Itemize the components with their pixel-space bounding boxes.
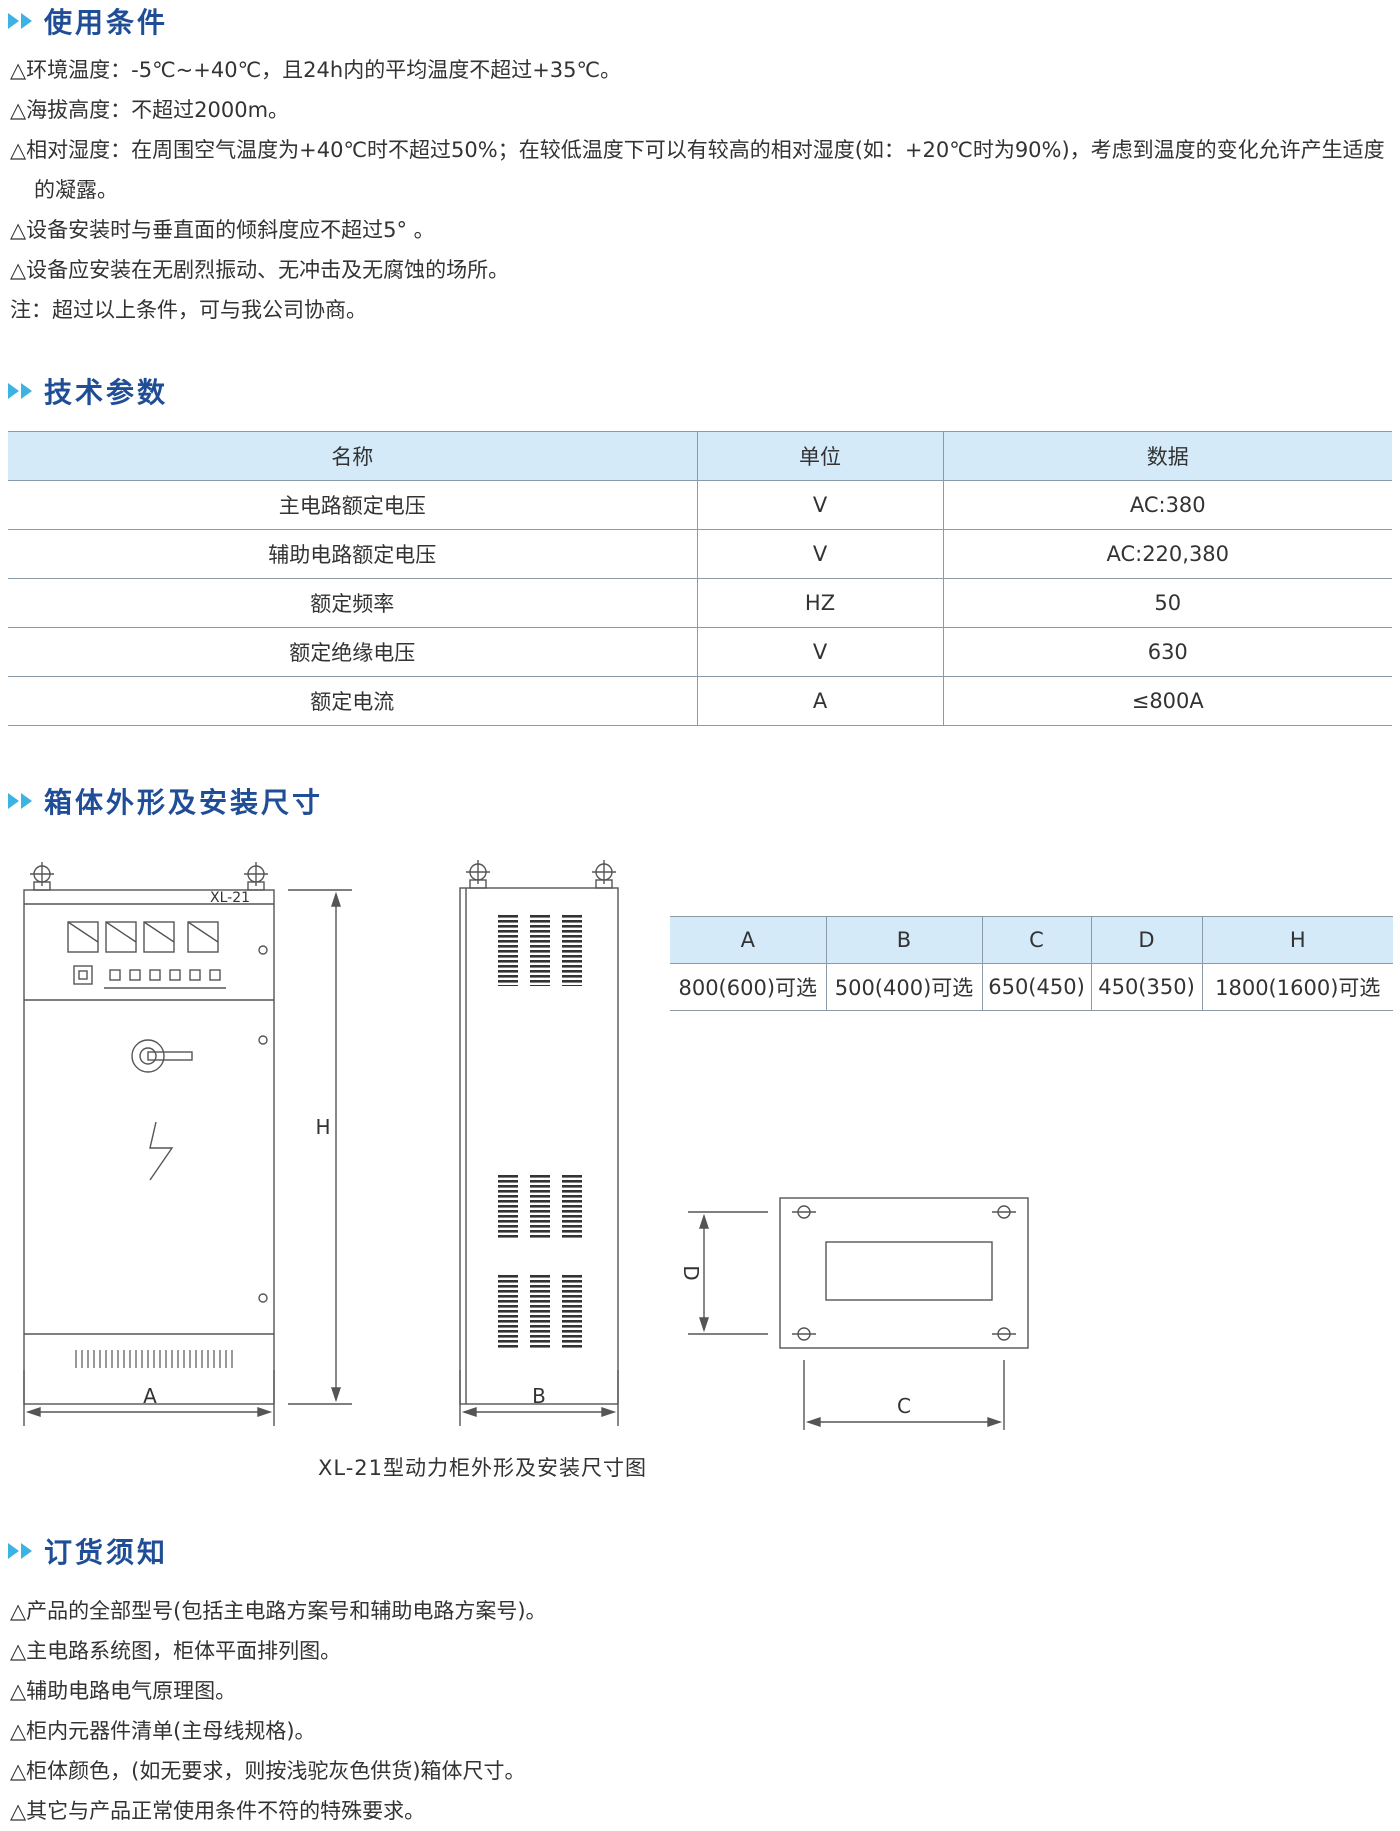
conditions-list: △环境温度：-5℃~+40℃，且24h内的平均温度不超过+35℃。 △海拔高度：… xyxy=(10,50,1395,330)
table-cell: 650(450) xyxy=(981,963,1092,1011)
list-item: 注：超过以上条件，可与我公司协商。 xyxy=(10,298,367,322)
table-header-cell: 名称 xyxy=(8,431,698,481)
section-heading-dimensions: 箱体外形及安装尺寸 xyxy=(8,781,323,821)
table-row: 800(600)可选 500(400)可选 650(450) 450(350) … xyxy=(670,963,1393,1011)
mounting-hole-icon xyxy=(992,1205,1016,1219)
table-row: 主电路额定电压 V AC:380 xyxy=(8,480,1392,530)
section-heading-ordering: 订货须知 xyxy=(8,1531,168,1571)
handle-icon xyxy=(131,1039,193,1073)
ordering-list: △产品的全部型号(包括主电路方案号和辅助电路方案号)。 △主电路系统图，柜体平面… xyxy=(10,1591,1395,1831)
table-cell: 1800(1600)可选 xyxy=(1201,963,1393,1011)
table-cell: 额定频率 xyxy=(8,578,698,628)
lifting-ring-icon xyxy=(30,862,54,891)
table-cell: V xyxy=(697,529,944,579)
mounting-hole-icon xyxy=(792,1205,816,1219)
dim-label-d: D xyxy=(679,1265,703,1280)
section-heading-params: 技术参数 xyxy=(8,371,168,411)
dim-label-b: B xyxy=(532,1384,546,1408)
table-cell: 辅助电路额定电压 xyxy=(8,529,698,579)
mounting-hole-icon xyxy=(792,1327,816,1341)
table-cell: AC:220,380 xyxy=(943,529,1392,579)
front-cabinet-outline xyxy=(23,889,275,1405)
plan-view-outline xyxy=(779,1197,1029,1349)
table-header-cell: 数据 xyxy=(942,431,1392,481)
model-label: XL-21 xyxy=(210,890,250,906)
lifting-ring-icon xyxy=(244,862,268,891)
list-item: △海拔高度：不超过2000m。 xyxy=(10,98,290,122)
table-cell: 主电路额定电压 xyxy=(8,480,698,530)
params-table: 名称 单位 数据 主电路额定电压 V AC:380 辅助电路额定电压 V AC:… xyxy=(8,431,1392,726)
list-item: △环境温度：-5℃~+40℃，且24h内的平均温度不超过+35℃。 xyxy=(10,58,622,82)
list-item: △其它与产品正常使用条件不符的特殊要求。 xyxy=(10,1799,426,1823)
lifting-ring-icon xyxy=(466,860,490,889)
double-arrow-icon xyxy=(8,1543,34,1559)
table-header-cell: C xyxy=(981,916,1092,964)
table-cell: 500(400)可选 xyxy=(825,963,983,1011)
table-header-cell: 单位 xyxy=(696,431,944,481)
table-cell: A xyxy=(697,676,944,726)
double-arrow-icon xyxy=(8,793,34,809)
table-cell: V xyxy=(697,480,944,530)
section-title: 使用条件 xyxy=(44,6,169,39)
section-title: 订货须知 xyxy=(44,1536,169,1569)
vent-grille xyxy=(498,914,582,986)
mounting-hole-icon xyxy=(992,1327,1016,1341)
table-cell: 450(350) xyxy=(1090,963,1203,1011)
list-item: △柜体颜色，(如无要求，则按浅驼灰色供货)箱体尺寸。 xyxy=(10,1759,526,1783)
table-header-cell: B xyxy=(825,916,983,964)
double-arrow-icon xyxy=(8,383,34,399)
double-arrow-icon xyxy=(8,13,34,29)
table-row: 额定绝缘电压 V 630 xyxy=(8,627,1392,677)
table-cell: 800(600)可选 xyxy=(670,963,827,1011)
vent-grille xyxy=(498,1274,582,1350)
list-item: △柜内元器件清单(主母线规格)。 xyxy=(10,1719,316,1743)
table-cell: HZ xyxy=(697,578,944,628)
table-row: 额定频率 HZ 50 xyxy=(8,578,1392,628)
list-item: △设备安装时与垂直面的倾斜度应不超过5° 。 xyxy=(10,218,435,242)
table-cell: AC:380 xyxy=(943,480,1392,530)
section-title: 箱体外形及安装尺寸 xyxy=(44,786,324,819)
table-row: 额定电流 A ≤800A xyxy=(8,676,1392,726)
lightning-icon xyxy=(149,1121,174,1181)
vent-grille xyxy=(498,1174,582,1240)
dim-label-h: H xyxy=(315,1115,330,1139)
list-item: △辅助电路电气原理图。 xyxy=(10,1679,237,1703)
table-header-cell: H xyxy=(1201,916,1393,964)
table-cell: V xyxy=(697,627,944,677)
table-header-row: A B C D H xyxy=(670,916,1393,964)
table-header-cell: D xyxy=(1090,916,1203,964)
cabinet-drawing: XL-21 A H B C D xyxy=(23,860,1029,1430)
dim-label-a: A xyxy=(143,1384,157,1408)
dim-label-c: C xyxy=(897,1394,911,1418)
list-item: △产品的全部型号(包括主电路方案号和辅助电路方案号)。 xyxy=(10,1599,547,1623)
lifting-ring-icon xyxy=(592,860,616,889)
section-heading-conditions: 使用条件 xyxy=(8,1,168,41)
table-cell: 630 xyxy=(943,627,1392,677)
table-row: 辅助电路额定电压 V AC:220,380 xyxy=(8,529,1392,579)
table-cell: 50 xyxy=(943,578,1392,628)
list-item: △主电路系统图，柜体平面排列图。 xyxy=(10,1639,342,1663)
dimensions-table: A B C D H 800(600)可选 500(400)可选 650(450)… xyxy=(670,916,1393,1011)
table-cell: 额定绝缘电压 xyxy=(8,627,698,677)
table-cell: ≤800A xyxy=(943,676,1392,726)
table-header-cell: A xyxy=(670,916,827,964)
list-item: △设备应安装在无剧烈振动、无冲击及无腐蚀的场所。 xyxy=(10,258,510,282)
list-item: △相对湿度：在周围空气温度为+40℃时不超过50%；在较低温度下可以有较高的相对… xyxy=(10,138,1385,202)
drawing-caption: XL-21型动力柜外形及安装尺寸图 xyxy=(318,1456,648,1480)
table-header-row: 名称 单位 数据 xyxy=(8,431,1392,481)
table-cell: 额定电流 xyxy=(8,676,698,726)
side-cabinet-outline xyxy=(459,887,619,1405)
section-title: 技术参数 xyxy=(44,376,169,409)
